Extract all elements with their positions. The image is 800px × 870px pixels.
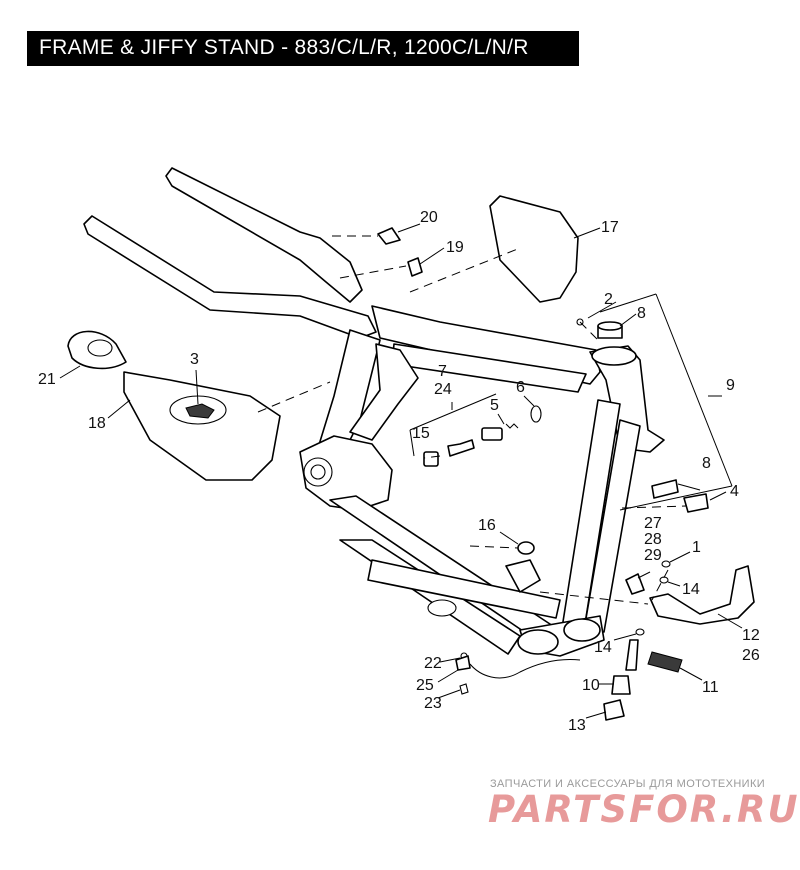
cradle-tube-end: [517, 629, 559, 655]
callout-25: 25: [416, 677, 434, 694]
bearing-cup-upper-top: [597, 321, 623, 331]
ignition-key: [447, 439, 475, 457]
callout-20: 20: [420, 209, 438, 226]
upper-rear-rail: [165, 167, 363, 303]
title-bar: FRAME & JIFFY STAND - 883/C/L/R, 1200C/L…: [27, 31, 579, 66]
callout-21: 21: [38, 371, 56, 388]
steering-head-top: [591, 346, 637, 366]
motorcycle-frame: [83, 167, 665, 657]
callout-28: 28: [644, 531, 662, 548]
wire-lead: [469, 659, 581, 679]
pivot-pin: [625, 639, 639, 671]
callout-8-lower: 8: [702, 455, 711, 472]
pivot-casting: [299, 435, 393, 511]
callout-11: 11: [702, 679, 719, 696]
washer-14-b: [635, 628, 645, 636]
ignition-cover: [423, 451, 439, 467]
callout-16: 16: [478, 517, 496, 534]
emblem: [185, 403, 215, 419]
callout-3: 3: [190, 351, 199, 368]
callout-8-upper: 8: [637, 305, 646, 322]
callout-19: 19: [446, 239, 464, 256]
callout-15: 15: [412, 425, 430, 442]
ignition-switch: [481, 427, 503, 441]
top-backbone: [371, 305, 601, 385]
diagram-title: FRAME & JIFFY STAND - 883/C/L/R, 1200C/L…: [39, 36, 529, 59]
callout-23: 23: [424, 695, 442, 712]
washer-1: [661, 560, 671, 568]
watermark-tagline: ЗАПЧАСТИ И АКСЕССУАРЫ ДЛЯ МОТОТЕХНИКИ: [490, 778, 766, 790]
switch-sensor: [625, 573, 645, 595]
callout-18: 18: [88, 415, 106, 432]
lower-rail-bracket: [427, 599, 457, 617]
center-diagonal: [349, 343, 419, 441]
callout-4: 4: [730, 483, 739, 500]
callout-27: 27: [644, 515, 662, 532]
stand-foot: [603, 699, 625, 721]
bearing-cup-lower: [651, 479, 679, 499]
cradle-tube-end-2: [563, 618, 601, 642]
callout-22: 22: [424, 655, 442, 672]
callout-2: 2: [604, 291, 613, 308]
clip: [377, 227, 401, 245]
callout-labels: 20 17 19 2 8 21 3 7 24 6 5 9 18 15 8 4 1…: [38, 209, 760, 734]
callout-26: 26: [742, 647, 760, 664]
cover-opening: [87, 339, 113, 357]
right-down-tube: [583, 419, 641, 633]
clamp: [407, 257, 423, 277]
pivot-pin-head: [611, 675, 631, 695]
callout-14-upper: 14: [682, 581, 700, 598]
callout-14-lower: 14: [594, 639, 612, 656]
steering-stop: [683, 493, 709, 513]
watermark-logo: PARTSFOR.RU: [488, 788, 800, 831]
leader-lines: [59, 223, 743, 719]
callout-5: 5: [490, 397, 499, 414]
callout-7: 7: [438, 363, 447, 380]
stand-mount-bracket: [505, 559, 541, 593]
spring: [505, 423, 519, 429]
callout-12: 12: [742, 627, 760, 644]
lower-crossmember: [367, 559, 561, 619]
cable-clip: [455, 655, 471, 671]
callout-6: 6: [516, 379, 525, 396]
callout-9: 9: [726, 377, 735, 394]
side-cover-panel: [123, 371, 281, 481]
jiffy-stand: [649, 565, 755, 625]
callout-10: 10: [582, 677, 600, 694]
callout-1: 1: [692, 539, 701, 556]
screw: [459, 683, 469, 695]
o-ring: [530, 405, 542, 423]
callout-29: 29: [644, 547, 662, 564]
lower-rear-rail: [83, 215, 377, 339]
callout-13: 13: [568, 717, 586, 734]
battery-side-cover: [489, 195, 579, 303]
stand-spring: [647, 651, 683, 673]
callout-24: 24: [434, 381, 452, 398]
plug: [517, 541, 535, 555]
pivot-bore-inner: [310, 464, 326, 480]
callout-17: 17: [601, 219, 619, 236]
assembly-lines: [257, 235, 687, 605]
